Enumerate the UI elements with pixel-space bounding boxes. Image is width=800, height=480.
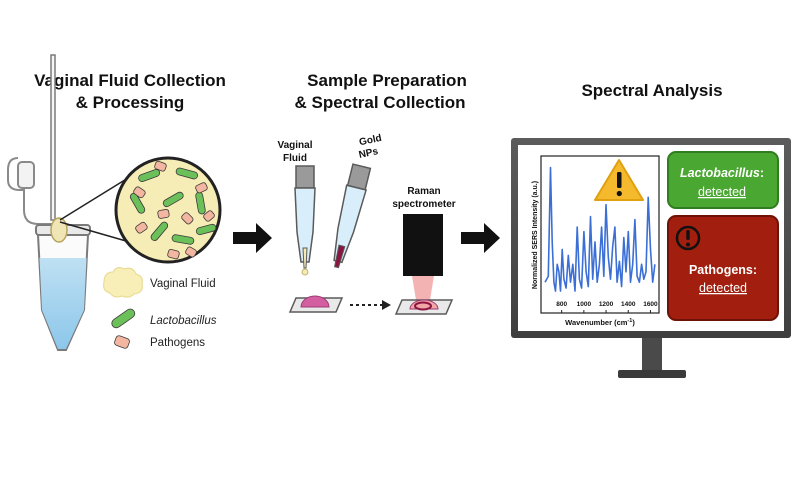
pathogens-result-box: Pathogens: detected — [667, 215, 779, 321]
legend: Vaginal Fluid Lactobacillus Pathogens — [103, 267, 217, 349]
raman-spectrometer — [403, 214, 443, 300]
legend-fluid-swatch — [103, 267, 143, 298]
pipette-fluid-label-line2: Fluid — [283, 153, 307, 164]
spectrum-y-label: Normalized SERS Intensity (a.u.) — [532, 181, 539, 289]
spectrum-x-tick-label-1: 1000 — [577, 301, 592, 308]
pipette-gold-label-line2: NPs — [358, 146, 380, 161]
preparation-title-line2: & Spectral Collection — [295, 93, 466, 112]
lacto-result-colon: : — [760, 166, 764, 180]
legend-lacto-label: Lactobacillus — [150, 315, 217, 327]
legend-lacto-swatch — [111, 308, 136, 329]
preparation-title-line1: Sample Preparation — [307, 71, 467, 90]
raman-label-line1: Raman — [407, 186, 440, 197]
spectrum-x-label-main: Wavenumber (cm — [565, 318, 628, 327]
spectrum-x-label-end: ) — [632, 318, 635, 327]
zoom-circle — [114, 156, 222, 264]
legend-pathogen-swatch — [114, 335, 130, 349]
spectrum-x-tick-label-3: 1400 — [621, 301, 636, 308]
pathogen-result-title: Pathogens: — [689, 263, 757, 277]
pathogen-result-status: detected — [699, 281, 747, 295]
legend-pathogen-label: Pathogens — [150, 337, 205, 349]
raman-label-line2: spectrometer — [392, 199, 455, 210]
collection-title-line2: & Processing — [76, 93, 185, 112]
spectrum-x-tick-label-4: 1600 — [643, 301, 658, 308]
arrow-1 — [233, 223, 272, 253]
zoom-line-top — [59, 177, 129, 221]
spectrum-x-tick-label-0: 800 — [556, 301, 567, 308]
legend-fluid-label: Vaginal Fluid — [150, 278, 216, 290]
pipette-gold-label-line1: Gold — [358, 133, 383, 148]
spectrum-chart: 800 1000 1200 1400 1600 Normalized SERS Inte… — [532, 155, 660, 327]
spectrum-tick-group: 800 1000 1200 1400 1600 — [556, 301, 658, 313]
collection-tube — [7, 54, 91, 351]
slide-left — [288, 295, 344, 313]
pipette-gold-nps — [333, 163, 372, 269]
arrow-2 — [461, 223, 500, 253]
spectrum-x-label-sup: -1 — [627, 318, 632, 324]
spectrum-x-tick-label-2: 1200 — [599, 301, 614, 308]
warning-icon — [594, 159, 644, 201]
spectrum-x-label: Wavenumber (cm-1) — [565, 318, 635, 327]
pipette-fluid-label-line1: Vaginal — [277, 140, 312, 151]
collection-title-line1: Vaginal Fluid Collection — [34, 71, 226, 90]
lacto-result-status: detected — [698, 185, 746, 199]
spectrum-series-group — [544, 166, 656, 292]
lactobacillus-result-box: Lactobacillus: detected — [667, 151, 779, 209]
analysis-title: Spectral Analysis — [581, 81, 722, 100]
spectrum-series-line-0 — [544, 166, 656, 292]
lacto-result-name: Lactobacillus — [680, 166, 760, 180]
alert-icon — [675, 225, 701, 251]
pipette-vaginal-fluid — [294, 165, 316, 276]
lacto-result-title: Lactobacillus: — [680, 166, 764, 180]
slide-right — [394, 299, 454, 315]
